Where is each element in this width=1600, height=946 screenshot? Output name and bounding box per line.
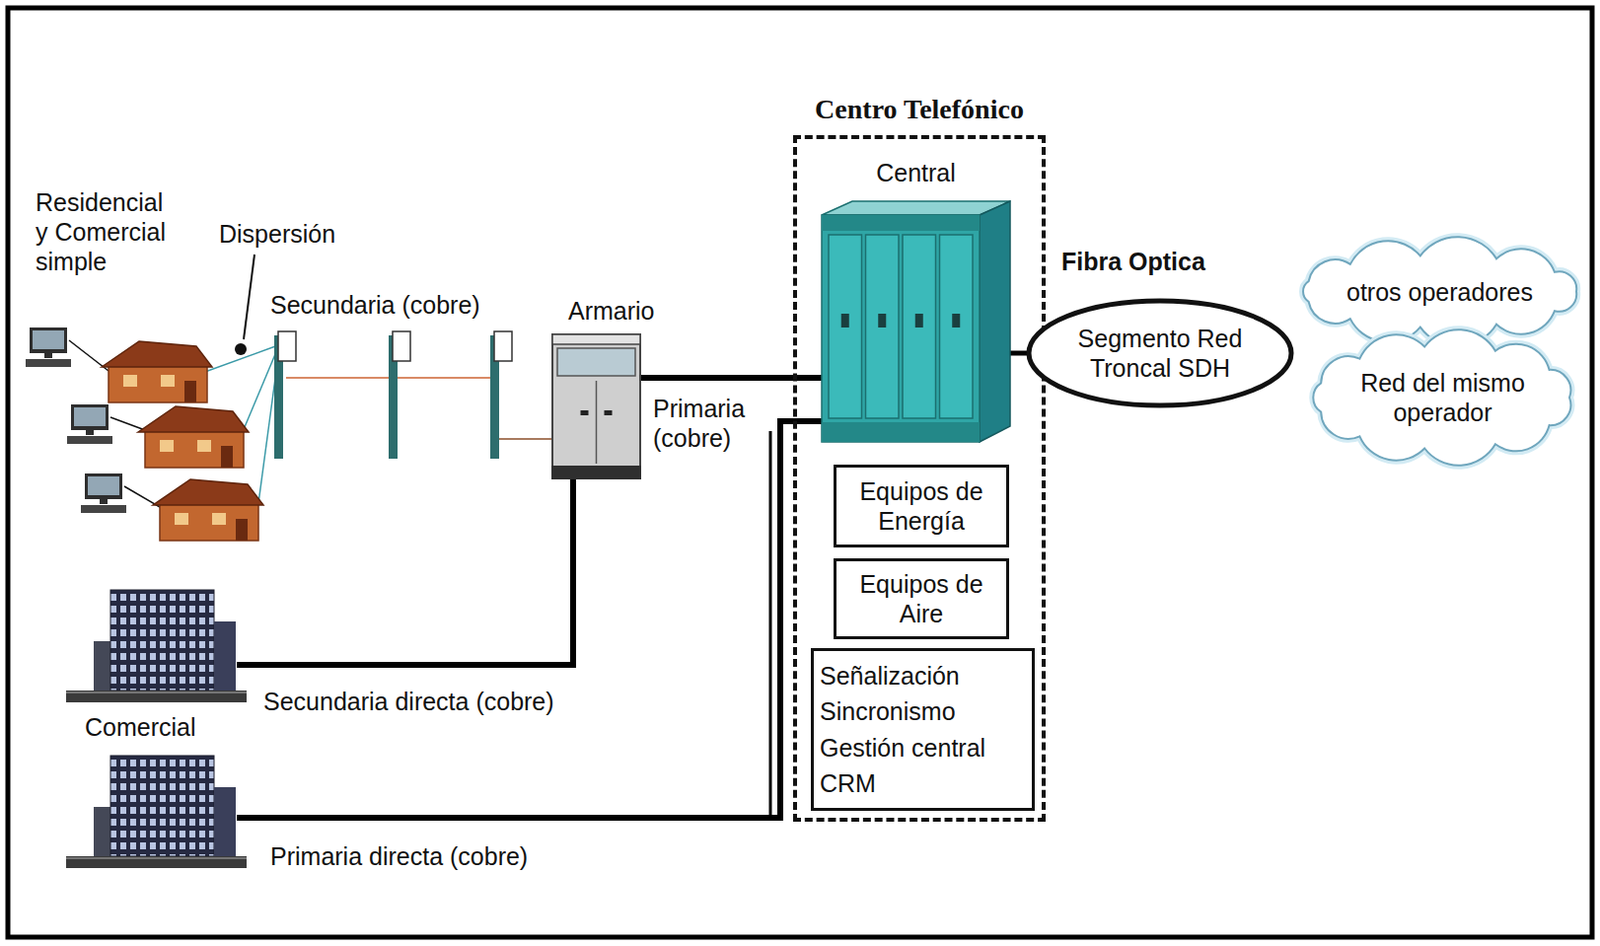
direct-primary-cable [236, 421, 822, 818]
computer [67, 404, 113, 444]
node-heading: Armario [568, 295, 655, 326]
cabinet-handle [841, 313, 850, 328]
cabinet-side [979, 201, 1011, 442]
cabinet-top [821, 201, 1011, 216]
backbone-ring: Segmento Red Troncal SDH [1025, 297, 1295, 409]
cabinet-panel [866, 234, 900, 419]
node-heading: Centro Telefónico [814, 92, 1024, 127]
cabinet-front [821, 215, 980, 442]
ring-ellipse [1028, 300, 1292, 406]
street-cabinet: Armario [551, 333, 642, 480]
exchange-building: Centro TelefónicoCentralEquipos de Energ… [793, 135, 1046, 822]
cabinet-base [551, 465, 642, 480]
secondary-cable [499, 437, 552, 440]
cable-connector [1010, 351, 1029, 357]
switch-cabinet: Central [821, 201, 1011, 442]
cabinet-panel [828, 234, 863, 419]
cloud-shape [1312, 329, 1571, 465]
cabinet-strip [821, 422, 980, 442]
cabinet-cap [552, 334, 641, 345]
pole-box [392, 331, 411, 362]
cabinet-handle [581, 410, 589, 416]
house [138, 406, 249, 468]
cabinet-panel [557, 348, 636, 376]
node-text: Equipos de Energía [842, 476, 1001, 536]
pole-box [278, 331, 296, 362]
node-text: Señalización Sincronismo Gestión central… [819, 657, 1026, 801]
cable-label: Fibra Optica [1061, 246, 1206, 277]
computer [80, 473, 127, 513]
secondary-cable [286, 376, 491, 379]
commercial-building [66, 589, 247, 703]
leader-line [243, 254, 255, 340]
dispersion-wire [241, 347, 279, 435]
node-text: Red del mismo operador [1349, 367, 1537, 428]
house [101, 341, 213, 403]
node-text: Equipos de Aire [842, 569, 1001, 629]
cable-label: Secundaria directa (cobre) [263, 686, 555, 717]
cabinet-panel [940, 234, 974, 419]
direct-secondary-cable [236, 479, 574, 665]
cabinet-body [552, 334, 641, 479]
callout-label: Dispersión [218, 218, 336, 249]
customer-label: Residencial y Comercial simple [35, 187, 174, 277]
cloud-shape [1303, 236, 1577, 347]
frame [7, 7, 1593, 938]
armario-outline [551, 333, 642, 480]
computer [25, 327, 72, 367]
network-cloud: Red del mismo operador [1298, 328, 1588, 467]
cabinet-handle [915, 313, 924, 328]
customer-label: Comercial [84, 712, 197, 742]
node-text: otros operadores [1326, 277, 1554, 307]
node-heading: Central [875, 157, 956, 188]
cabinet-panel [902, 234, 937, 419]
cable-label: Primaria directa (cobre) [270, 841, 528, 872]
house [152, 479, 264, 541]
cable-label: Primaria (cobre) [653, 393, 772, 453]
equipment-box: Equipos de Aire [833, 558, 1010, 640]
direct-primary-cable [769, 431, 773, 818]
equipment-box: Señalización Sincronismo Gestión central… [810, 648, 1035, 811]
dispersion-point [234, 343, 247, 356]
central-outline [821, 201, 1011, 442]
cabinet-handle [604, 410, 613, 416]
drop-wire [110, 417, 146, 431]
cloud-glow [1312, 329, 1571, 465]
cabinet-strip [821, 215, 980, 231]
ellipse-outline [1025, 297, 1295, 409]
pole-box [494, 331, 512, 362]
commercial-building [66, 755, 247, 869]
node-text: Segmento Red Troncal SDH [1069, 323, 1252, 383]
cloud-outline [1298, 328, 1588, 467]
cabinet-handle [951, 313, 960, 328]
equipment-box: Equipos de Energía [833, 464, 1010, 548]
cabinet-handle [877, 313, 886, 328]
network-cloud: otros operadores [1285, 237, 1595, 346]
cabinet-door-split [595, 380, 598, 464]
cloud-glow [1303, 236, 1577, 347]
cable-label: Secundaria (cobre) [270, 290, 481, 320]
